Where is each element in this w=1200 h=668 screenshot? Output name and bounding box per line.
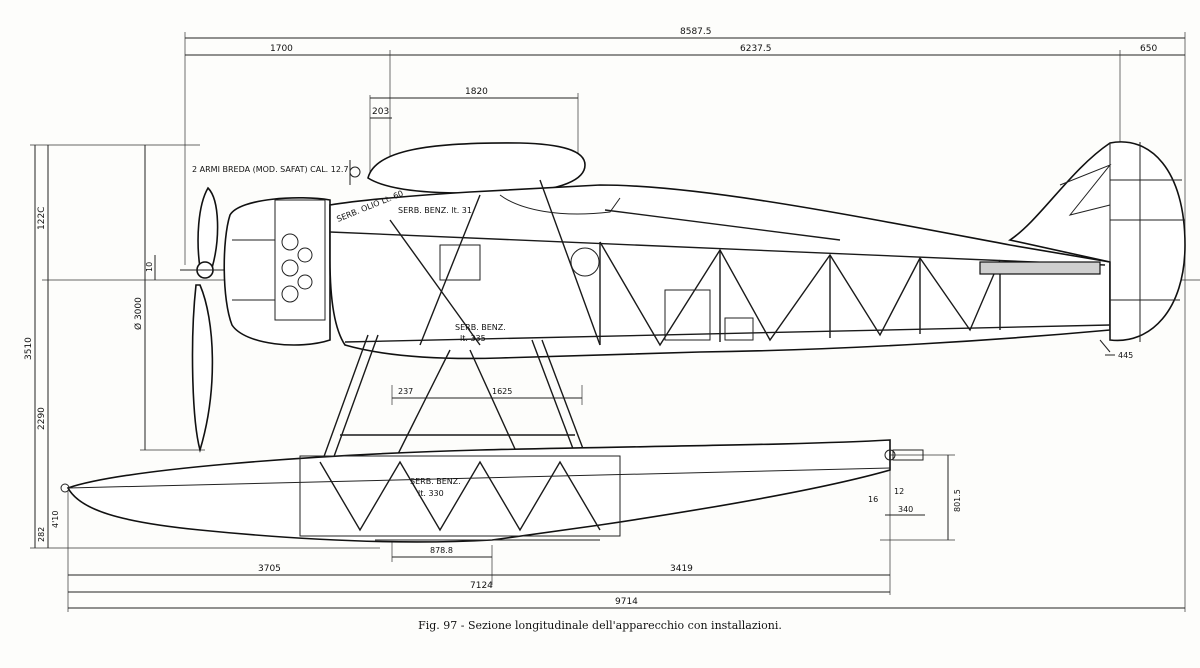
dim-282: 282: [37, 527, 46, 542]
dim-prop-diameter: Ø 3000: [133, 297, 144, 330]
float-struts: [321, 334, 589, 463]
dim-12: 12: [894, 487, 904, 496]
dim-16: 16: [868, 495, 878, 504]
dim-top-left: 1700: [270, 44, 293, 54]
dim-1625: 1625: [492, 387, 512, 396]
dim-878: 878.8: [430, 546, 453, 555]
bottom-dimensions: 3705 3419 7124 9714 878.8 237 1625: [67, 300, 1186, 612]
label-guns: 2 ARMI BREDA (MOD. SAFAT) CAL. 12.7: [192, 165, 349, 174]
label-fuel-335-cap: lt. 335: [460, 334, 486, 343]
propeller: [180, 186, 225, 453]
dim-9714: 9714: [615, 597, 638, 607]
tail-fin: [979, 141, 1186, 353]
dim-3705: 3705: [258, 564, 281, 574]
dim-overall-top: 8587.5: [680, 27, 712, 37]
dim-top-right: 650: [1140, 44, 1157, 54]
dim-410: 4'10: [51, 511, 60, 528]
dim-801: 801.5: [953, 489, 962, 512]
dim-10: 10: [145, 262, 154, 272]
top-dimensions: 8587.5 1700 6237.5 650 1820 203: [184, 27, 1186, 300]
right-float-dimensions: 801.5 340 12 16 445: [868, 351, 1133, 541]
dim-top-mid: 6237.5: [740, 44, 772, 54]
dim-203: 203: [372, 107, 389, 117]
dim-2290: 2290: [37, 407, 47, 430]
dim-237: 237: [398, 387, 413, 396]
label-fuel-330-cap: lt. 330: [418, 489, 444, 498]
dim-340: 340: [898, 505, 913, 514]
dim-3510: 3510: [24, 337, 34, 360]
upper-wing: [349, 142, 586, 194]
figure-caption: Fig. 97 - Sezione longitudinale dell'app…: [418, 619, 782, 632]
dim-445: 445: [1118, 351, 1133, 360]
label-fuel-31: SERB. BENZ. lt. 31: [398, 206, 472, 215]
label-fuel-330: SERB. BENZ.: [410, 477, 461, 486]
dim-upper-wing: 1820: [465, 87, 488, 97]
dim-3419: 3419: [670, 564, 693, 574]
fuselage: [329, 179, 1111, 360]
float: [60, 439, 924, 543]
engine: [223, 197, 331, 346]
dim-122c: 122C: [37, 207, 47, 230]
dim-7124: 7124: [470, 581, 493, 591]
label-fuel-335: SERB. BENZ.: [455, 323, 506, 332]
